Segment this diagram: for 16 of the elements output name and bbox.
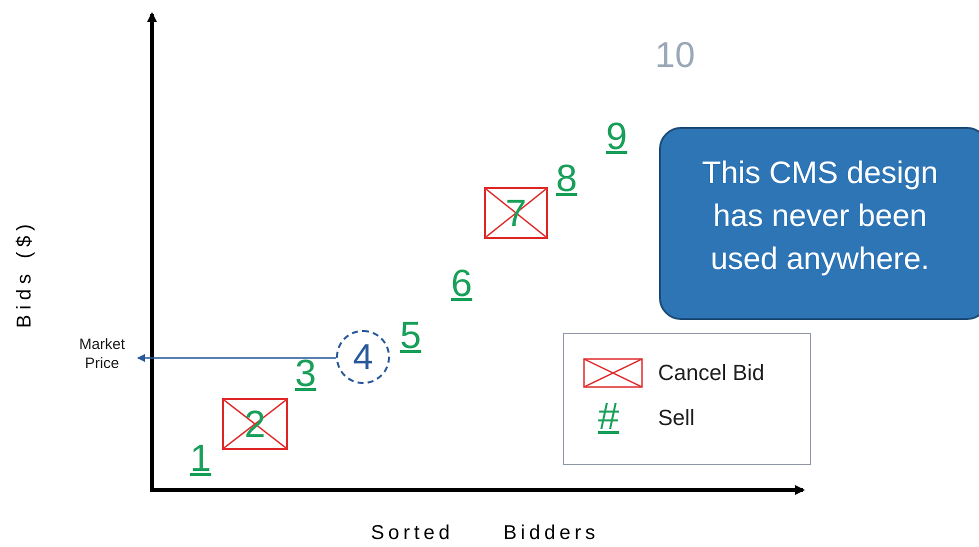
arrow xyxy=(137,354,336,362)
axis-title: Bids ($) xyxy=(14,218,36,328)
axis-title: Sorted Bidders xyxy=(370,522,600,545)
number-label: 9 xyxy=(606,118,628,156)
legend-label: Cancel Bid xyxy=(658,360,764,386)
number-label: 1 xyxy=(190,440,212,478)
legend-label: Sell xyxy=(658,405,695,431)
number-label: 5 xyxy=(400,317,422,355)
number-label: 6 xyxy=(451,265,472,303)
number-label: 3 xyxy=(295,355,316,393)
callout-box: This CMS design has never been used anywhere. xyxy=(659,127,979,320)
number-label: 8 xyxy=(556,160,578,198)
number-label: 10 xyxy=(655,34,696,76)
text-label: Market Price xyxy=(68,335,136,373)
market-price-circle: 4 xyxy=(336,330,390,384)
number-label: # xyxy=(598,398,620,436)
